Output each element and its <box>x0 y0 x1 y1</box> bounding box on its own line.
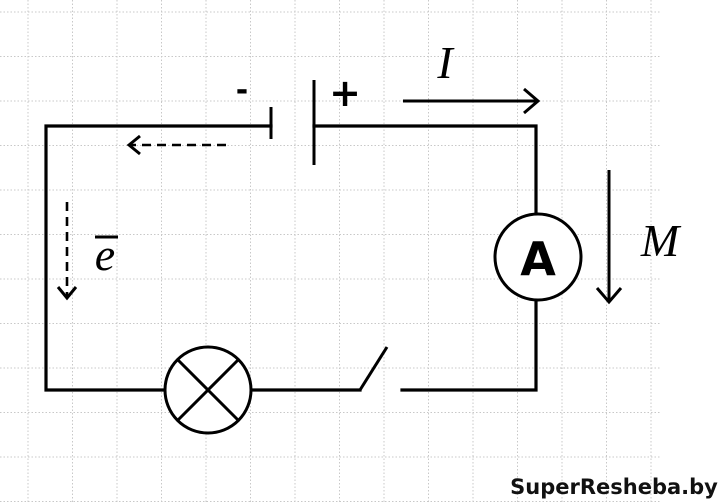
watermark: SuperResheba.by <box>510 475 718 499</box>
ammeter: A <box>493 212 583 302</box>
circuit-wires <box>44 124 538 392</box>
wire-top-right <box>312 124 538 216</box>
electron-flow-left-arrow: e <box>56 202 118 301</box>
wire-right-bottom <box>400 298 538 392</box>
wire-left-loop <box>44 124 273 392</box>
battery-negative-label: - <box>236 73 248 108</box>
arrow-head-right-icon <box>523 87 541 115</box>
switch-blade <box>358 346 389 391</box>
arrow-head-down-icon <box>56 286 78 301</box>
switch-open <box>358 346 389 391</box>
m-arrow: M <box>595 170 682 305</box>
battery-positive-label: + <box>329 71 361 115</box>
ammeter-label: A <box>520 232 556 286</box>
lamp-cross-line-2 <box>176 358 240 422</box>
lamp <box>163 345 253 435</box>
current-label: I <box>436 37 455 88</box>
current-arrow: I <box>403 37 541 115</box>
electron-flow-top-arrow <box>126 134 226 156</box>
electron-label: e <box>95 229 115 280</box>
ammeter-circle <box>493 212 583 302</box>
m-label: M <box>640 215 682 266</box>
arrow-head-left-icon <box>126 134 141 156</box>
battery: - + <box>236 71 361 165</box>
arrow-head-down-icon <box>595 287 623 305</box>
